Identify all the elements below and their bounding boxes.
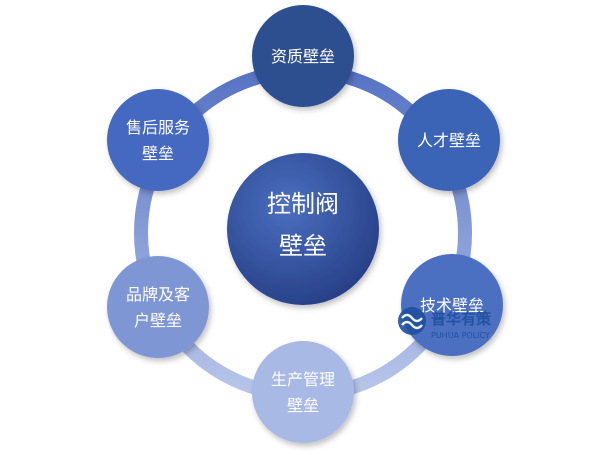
node-circle-after-sales [107, 89, 209, 191]
center-label-line-1: 控制阀 [267, 190, 339, 218]
puhua-logo-icon [398, 307, 426, 335]
center-node: 控制阀 壁垒 [227, 153, 379, 305]
node-technology: 技术壁垒 [401, 254, 503, 356]
node-label-brand-1: 品牌及客 [126, 285, 190, 304]
node-qualification: 资质壁垒 [252, 5, 354, 107]
node-circle-brand [107, 256, 209, 358]
watermark-subtitle: PUHUA POLICY [431, 331, 490, 340]
node-talent: 人才壁垒 [398, 89, 500, 191]
node-label-after-sales-1: 售后服务 [126, 118, 190, 137]
puhua-watermark: 普华有策 PUHUA POLICY [398, 307, 492, 340]
watermark-brand: 普华有策 [431, 310, 492, 328]
node-circle-talent [398, 89, 500, 191]
node-circle-qualification [252, 5, 354, 107]
node-label-production-2: 壁垒 [287, 396, 319, 415]
node-circle-production [252, 341, 354, 443]
node-label-after-sales-2: 壁垒 [142, 144, 174, 163]
node-label-brand-2: 户壁垒 [134, 311, 182, 330]
node-circle-technology [401, 254, 503, 356]
node-label-production-1: 生产管理 [271, 370, 335, 389]
center-label-line-2: 壁垒 [279, 232, 327, 260]
puhua-logo-wave [401, 313, 423, 330]
node-label-technology-1: 技术壁垒 [420, 296, 484, 315]
node-label-qualification-1: 资质壁垒 [271, 47, 335, 66]
node-label-talent-1: 人才壁垒 [417, 131, 481, 150]
